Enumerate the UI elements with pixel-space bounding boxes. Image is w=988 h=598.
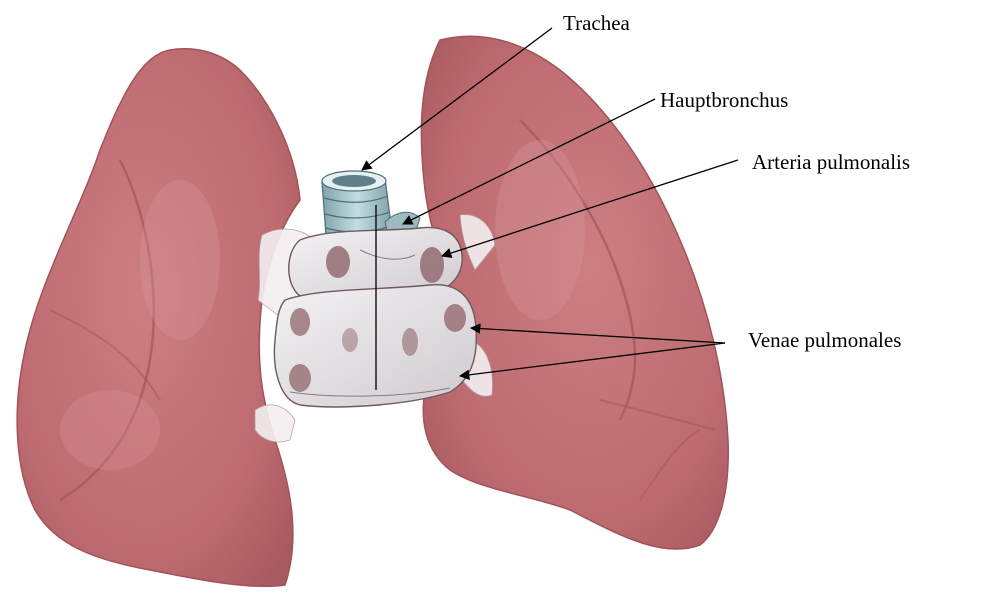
hauptbronchus-label: Hauptbronchus [660,90,788,111]
trachea-label: Trachea [563,13,630,34]
arteria-pulmonalis-label: Arteria pulmonalis [752,152,910,173]
right-lung-shape [421,36,728,549]
right-lung [421,36,728,549]
venae-pulmonales-label: Venae pulmonales [748,330,901,351]
trachea-structure [322,171,420,236]
left-lung [17,49,300,587]
pulmonary-veins [274,285,476,407]
